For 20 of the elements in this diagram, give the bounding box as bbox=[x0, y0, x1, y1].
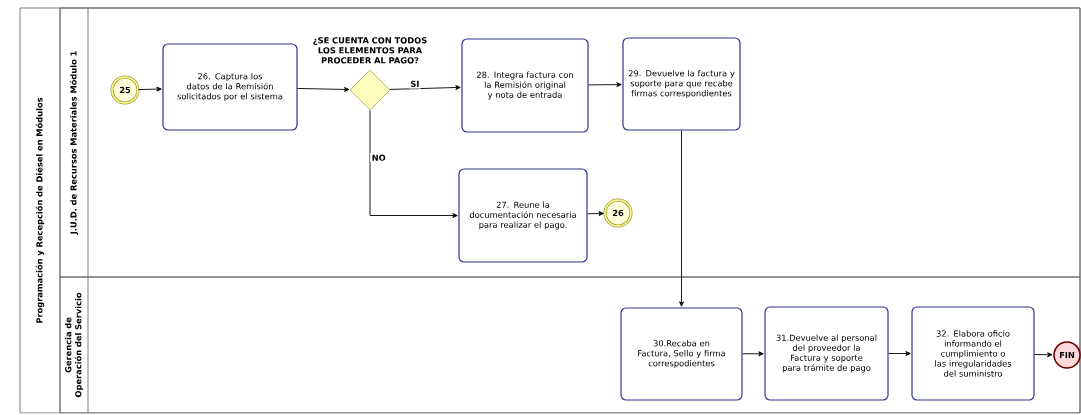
task-box: 26. Captura los datos de la Remisión solicitados por el sistema bbox=[162, 43, 298, 131]
arrow bbox=[588, 82, 622, 87]
arrow bbox=[679, 130, 684, 307]
task-box: 29. Devuelve la factura y soporte para que recabe firmas correspondientes bbox=[622, 37, 741, 131]
arrow bbox=[137, 86, 162, 92]
task-box: 32. Elabora oficio informando el cumplimiento o las irregularidades del suministro bbox=[911, 306, 1035, 401]
arrow bbox=[389, 85, 461, 90]
node-label: ¿SE CUENTA CON TODOS LOS ELEMENTOS PARA PROCEDER AL PAGO? bbox=[313, 37, 427, 64]
task-box: 31.Devuelve al personal del proveedor la Factura y soporte para trámite de pago bbox=[764, 306, 889, 401]
arrow bbox=[369, 109, 458, 218]
arrow bbox=[888, 351, 911, 356]
arrow bbox=[587, 211, 604, 216]
arrow bbox=[742, 351, 764, 357]
arrow bbox=[1034, 352, 1053, 358]
arrow bbox=[297, 87, 350, 92]
task-box: 30.Recaba en Factura, Sello y firma correspodientes bbox=[620, 307, 743, 401]
task-box: 27. Reune la documentación necesaria para realizar el pago. bbox=[458, 168, 588, 263]
edge-label: SI bbox=[408, 79, 421, 89]
task-box: 28. Integra factura con la Remisión original y nota de entrada bbox=[461, 38, 589, 133]
edge-label: NO bbox=[370, 153, 388, 163]
